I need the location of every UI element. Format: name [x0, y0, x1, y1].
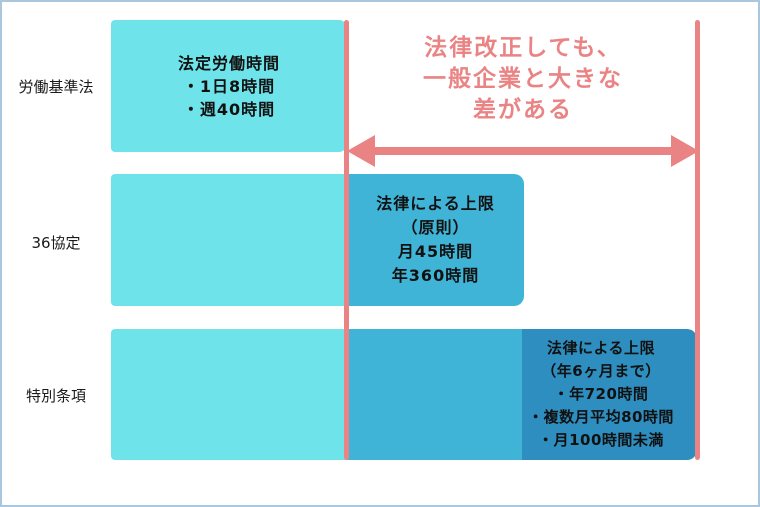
special-clause-line: ・複数月平均80時間: [528, 408, 674, 426]
36-agreement-text: 法律による上限 （原則） 月45時間 年360時間: [347, 174, 524, 306]
special-clause-text: 法律による上限 （年6ヶ月まで） ・年720時間 ・複数月平均80時間 ・月10…: [472, 329, 730, 460]
callout-text: 法律改正しても、 一般企業と大きな 差がある: [350, 33, 696, 126]
callout-line: 差がある: [473, 97, 573, 123]
36-agreement-base-bar: [111, 174, 349, 306]
left-boundary-line: [344, 20, 349, 460]
special-clause-line: ・月100時間未満: [538, 431, 664, 449]
callout-line: 一般企業と大きな: [423, 66, 623, 92]
36-agreement-line: （原則）: [401, 218, 470, 237]
right-boundary-line: [695, 20, 700, 460]
special-clause-mid-bar: [347, 329, 524, 460]
36-agreement-line: 年360時間: [391, 266, 480, 285]
special-clause-line: （年6ヶ月まで）: [541, 362, 661, 380]
labor-standards-text: 法定労働時間 ・1日8時間 ・週40時間: [111, 20, 347, 152]
labor-standards-line: ・週40時間: [182, 99, 276, 119]
special-clause-line: ・年720時間: [553, 385, 649, 403]
special-clause-limit-bar: [522, 329, 697, 460]
row-label-36-agreement: 36協定: [31, 234, 81, 252]
callout-line: 法律改正しても、: [424, 35, 622, 61]
row-label-labor-standards: 労働基準法: [18, 78, 94, 96]
double-arrow-icon: [347, 135, 699, 167]
36-agreement-line: 法律による上限: [376, 194, 495, 213]
labor-standards-line: ・1日8時間: [182, 76, 276, 96]
special-clause-line: 法律による上限: [546, 339, 656, 357]
36-agreement-line: 月45時間: [397, 242, 474, 261]
36-agreement-limit-bar: [347, 174, 524, 306]
labor-standards-line: 法定労働時間: [177, 53, 280, 73]
special-clause-base-bar: [111, 329, 349, 460]
row-label-special-clause: 特別条項: [25, 387, 86, 405]
labor-standards-bar: [111, 20, 347, 152]
